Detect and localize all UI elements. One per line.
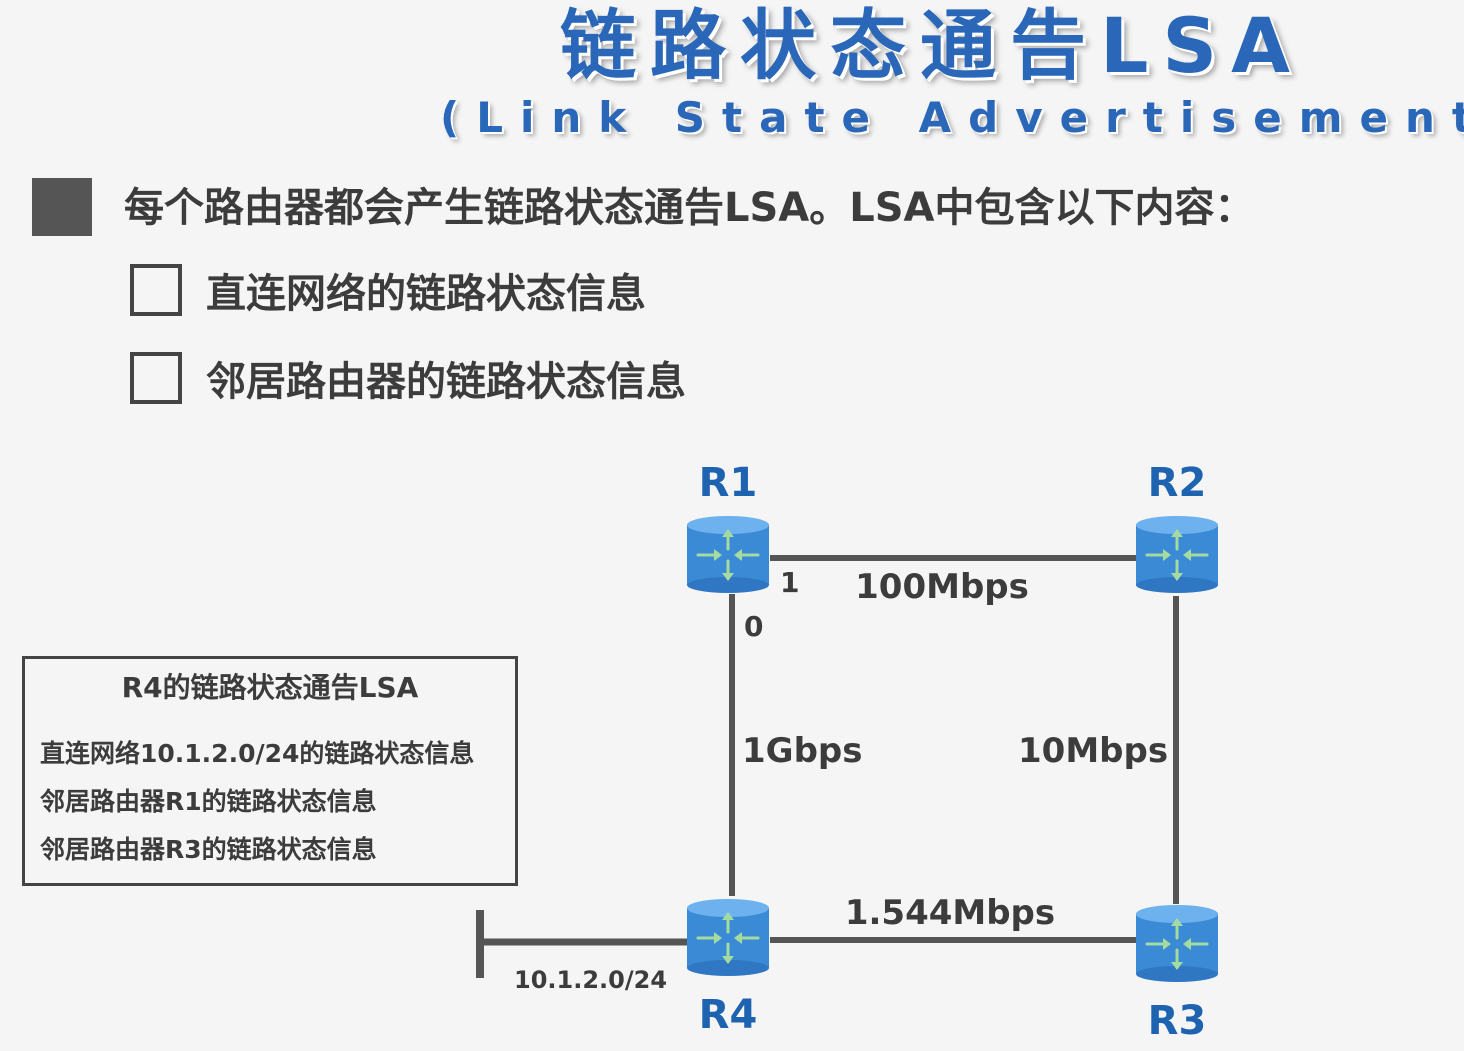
router-r4-icon[interactable] (685, 897, 771, 978)
r1-port-1-label: 1 (780, 566, 799, 599)
router-r1-label: R1 (699, 460, 758, 506)
page-subtitle: (Link State Advertisement) (440, 93, 1464, 142)
router-r3-icon[interactable] (1134, 903, 1220, 984)
link-r2-r3-bandwidth: 10Mbps (1018, 731, 1168, 771)
r4-lsa-box (22, 656, 518, 886)
page-title: 链路状态通告LSA (560, 1, 1304, 90)
r4-lsa-line-neighbor-r1: 邻居路由器R1的链路状态信息 (40, 787, 377, 816)
router-r1-icon[interactable] (685, 514, 771, 595)
main-bullet-text: 每个路由器都会产生链路状态通告LSA。LSA中包含以下内容： (124, 185, 1255, 231)
link-r4-r3-bandwidth: 1.544Mbps (845, 893, 1055, 933)
sub-bullet-text-neighbor-router: 邻居路由器的链路状态信息 (206, 359, 686, 405)
router-r2-icon[interactable] (1134, 514, 1220, 595)
sub-bullet-checkbox-neighbor-router[interactable] (130, 352, 182, 404)
router-r2-label: R2 (1148, 460, 1207, 506)
link-r1-r4-bandwidth: 1Gbps (742, 731, 862, 771)
r1-port-0-label: 0 (744, 610, 763, 643)
router-r4-label: R4 (699, 992, 758, 1038)
main-bullet-marker (32, 178, 92, 236)
r4-lsa-line-direct-network: 直连网络10.1.2.0/24的链路状态信息 (40, 739, 475, 768)
r4-lsa-line-neighbor-r3: 邻居路由器R3的链路状态信息 (40, 835, 377, 864)
sub-bullet-checkbox-direct-network[interactable] (130, 264, 182, 316)
router-r3-label: R3 (1148, 998, 1207, 1044)
network-address-label: 10.1.2.0/24 (514, 966, 667, 994)
link-r1-r2-bandwidth: 100Mbps (855, 567, 1029, 607)
r4-lsa-box-title: R4的链路状态通告LSA (121, 671, 419, 704)
sub-bullet-text-direct-network: 直连网络的链路状态信息 (206, 271, 646, 317)
